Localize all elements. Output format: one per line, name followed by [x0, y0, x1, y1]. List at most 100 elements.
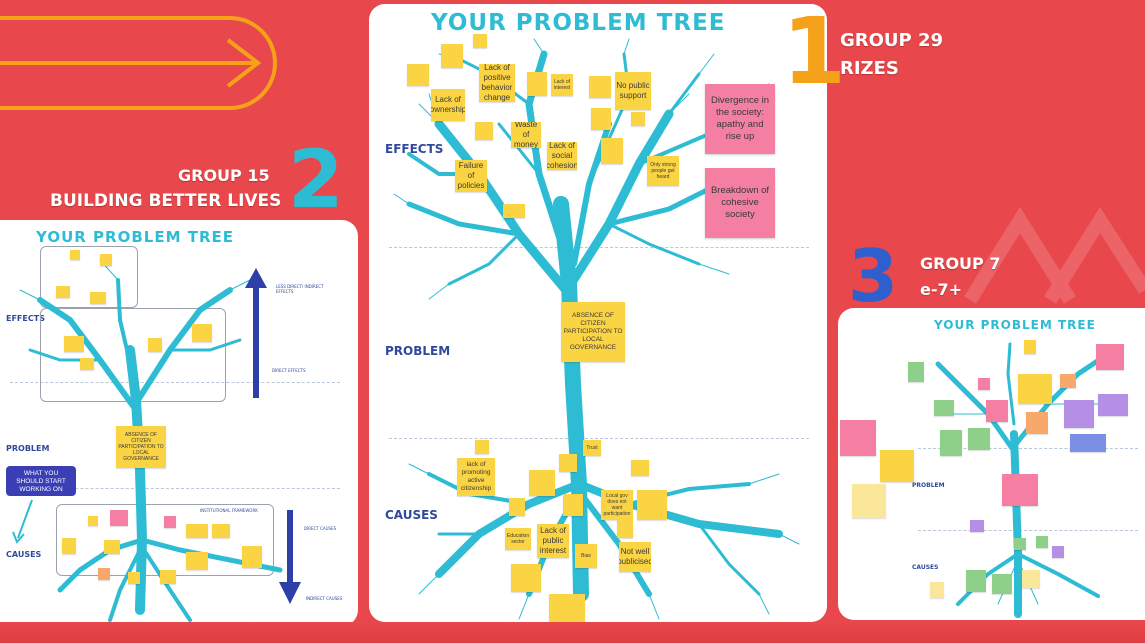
- right-effect-note: [978, 378, 990, 390]
- left-indirect-causes-label: INDIRECT CAUSES: [306, 596, 343, 601]
- effect-note-failure-of-policies: Failure of policies: [455, 160, 487, 192]
- pink-note-divergence: Divergence in the society: apathy and ri…: [705, 84, 775, 154]
- left-cause-note: [128, 572, 140, 584]
- right-core-problem-note: [1002, 474, 1038, 506]
- background-arrow-decoration: [0, 16, 277, 110]
- effect-note-waste-of-money: Waste of money: [511, 122, 541, 148]
- right-effect-note: [840, 420, 876, 456]
- cause-note-not-publicised: Not well publicised: [619, 542, 651, 572]
- bottom-fade-strip: [0, 622, 1145, 643]
- left-causes-down-arrow-icon: [279, 510, 301, 604]
- effect-note-small: [475, 122, 493, 140]
- left-cause-note: [160, 570, 176, 584]
- effect-note-small: [527, 72, 547, 96]
- cause-note-small: [637, 490, 667, 520]
- left-cause-note: [212, 524, 230, 538]
- right-problem-label: PROBLEM: [912, 482, 945, 489]
- left-callout-what-to-work-on: WHAT YOU SHOULD START WORKING ON: [6, 466, 76, 496]
- right-cause-note: [1014, 538, 1026, 550]
- left-cause-note: [110, 510, 128, 526]
- right-tree-illustration: [935, 342, 1111, 618]
- left-direct-effects-label: DIRECT EFFECTS: [272, 368, 306, 373]
- right-cause-note: [992, 574, 1012, 594]
- effect-note-small: [601, 138, 623, 164]
- cause-note-small: [511, 564, 541, 592]
- left-panel-title: YOUR PROBLEM TREE: [36, 228, 234, 246]
- group3-name: GROUP 7: [920, 254, 1001, 273]
- right-causes-label: CAUSES: [912, 564, 939, 571]
- left-effect-note: [56, 286, 70, 298]
- right-problem-tree-panel: YOUR PROBLEM TREE PROBLEM CAUSES: [838, 308, 1145, 620]
- left-problem-label: PROBLEM: [6, 444, 50, 453]
- left-institutional-label: INSTITUTIONAL FRAMEWORK: [200, 508, 258, 513]
- right-cause-note: [966, 570, 986, 592]
- right-divider-causes: [918, 530, 1138, 531]
- group1-number: 1: [782, 0, 847, 105]
- group2-subtitle: BUILDING BETTER LIVES: [50, 191, 282, 211]
- effect-note-strong-people: Only strong people get heard: [647, 156, 679, 186]
- right-cause-note: [1052, 546, 1064, 558]
- right-effect-note: [940, 430, 962, 456]
- cause-note-small: [631, 460, 649, 476]
- right-effect-note: [1018, 374, 1052, 404]
- group1-subtitle: RIZES: [840, 58, 899, 79]
- right-effect-note: [986, 400, 1008, 422]
- left-direct-causes-label: DIRECT CAUSES: [304, 526, 337, 531]
- left-effect-note: [70, 250, 80, 260]
- left-cause-note: [186, 552, 208, 570]
- left-cause-note: [186, 524, 208, 538]
- center-core-problem-note: ABSENCE OF CITIZEN PARTICIPATION TO LOCA…: [561, 302, 625, 362]
- left-effects-label: EFFECTS: [6, 314, 45, 323]
- right-effect-note: [852, 484, 886, 518]
- right-divider-effects: [918, 448, 1138, 449]
- cause-note-small: [617, 520, 633, 538]
- cause-note-small: [509, 498, 525, 516]
- group1-name: GROUP 29: [840, 30, 944, 51]
- center-divider-causes: [389, 438, 809, 439]
- cause-note-small: [549, 594, 585, 622]
- right-effect-note: [1026, 412, 1048, 434]
- left-cause-note: [104, 540, 120, 554]
- cause-note-local-gov: Local gov does not want participation: [601, 490, 633, 520]
- left-core-problem-note: ABSENCE OF CITIZEN PARTICIPATION TO LOCA…: [116, 426, 166, 468]
- right-effect-note: [1064, 400, 1094, 428]
- right-effect-note: [1024, 340, 1036, 354]
- left-cause-note: [164, 516, 176, 528]
- cause-note-small: [529, 470, 555, 496]
- left-effect-note: [90, 292, 106, 304]
- effect-note-small: [407, 64, 429, 86]
- right-panel-title: YOUR PROBLEM TREE: [934, 318, 1096, 332]
- right-cause-note: [1022, 570, 1040, 588]
- effect-note-lack-of-ownership: Lack of ownership: [431, 89, 465, 121]
- left-cause-note: [242, 546, 262, 568]
- effect-note-lack-of-interest: Lack of interest: [551, 74, 573, 96]
- left-tree-illustration: [19, 259, 283, 622]
- cause-note-bias: Bias: [575, 544, 597, 568]
- cause-note-trust: Trust: [583, 440, 601, 456]
- background-chevron-decoration: [964, 206, 1145, 304]
- cause-note-small: [563, 494, 583, 516]
- right-effect-note: [908, 362, 924, 382]
- right-effect-note: [1060, 374, 1076, 388]
- cause-note-education: Education sector: [505, 528, 531, 550]
- right-effect-note: [968, 428, 990, 450]
- left-effect-note: [64, 336, 84, 352]
- left-problem-tree-panel: YOUR PROBLEM TREE EFFECTS PROBLEM CAUSES…: [0, 220, 358, 626]
- left-cause-note: [88, 516, 98, 526]
- effect-note-social-cohesion: Lack of social cohesion: [547, 142, 577, 170]
- right-cause-note: [1036, 536, 1048, 548]
- effect-note-small: [503, 204, 525, 218]
- left-divider-effects: [10, 382, 340, 383]
- cause-note-public-interest: Lack of public interest: [537, 524, 569, 558]
- effect-note-small: [473, 34, 487, 48]
- group2-name: GROUP 15: [178, 166, 270, 185]
- left-cause-note: [98, 568, 110, 580]
- center-panel-title: YOUR PROBLEM TREE: [431, 10, 726, 36]
- effect-note-small: [589, 76, 611, 98]
- left-causes-label: CAUSES: [6, 550, 42, 559]
- effect-note-small: [631, 112, 645, 126]
- effect-note-behavior-change: Lack of positive behavior change: [479, 64, 515, 102]
- right-cause-note: [970, 520, 984, 532]
- left-callout-arrow-icon: [12, 499, 33, 544]
- left-effect-note: [100, 254, 112, 266]
